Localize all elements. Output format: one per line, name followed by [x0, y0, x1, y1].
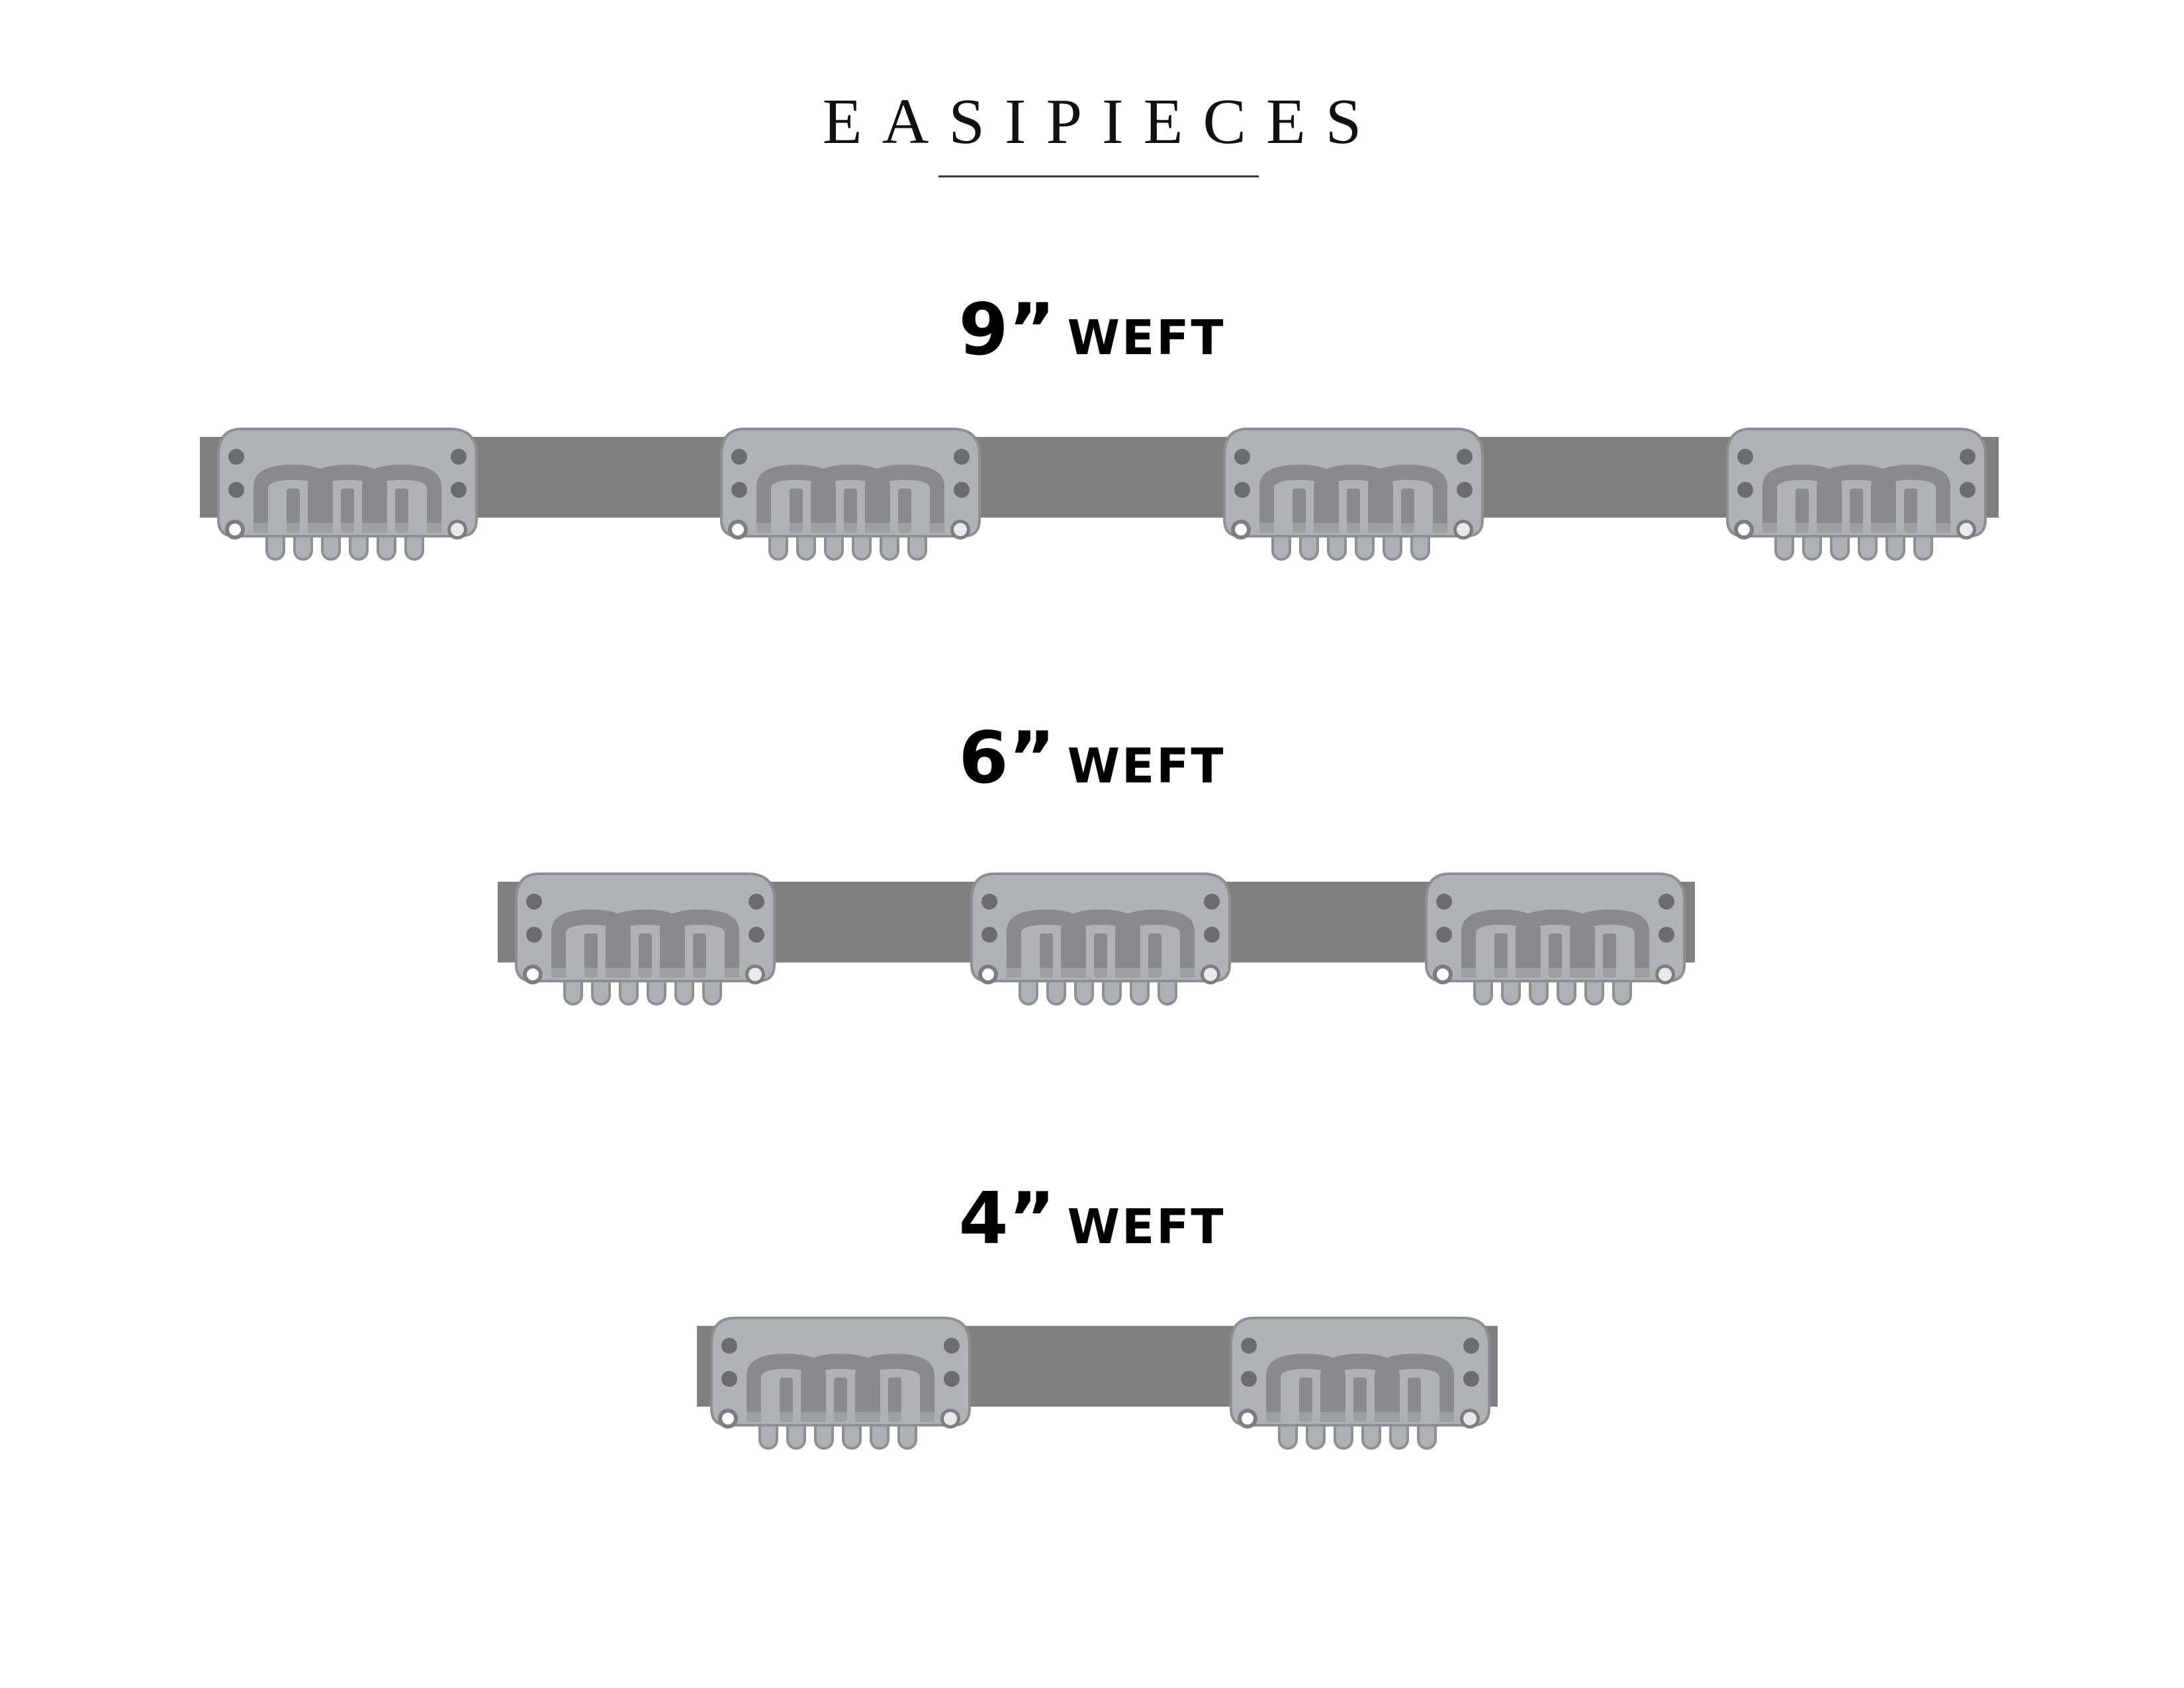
weft-4in-graphic [697, 1317, 1498, 1450]
weft-word-label: WEFT [1067, 310, 1226, 365]
weft-band [200, 437, 1999, 518]
weft-9in-graphic [200, 428, 1999, 561]
weft-6in-graphic [498, 872, 1695, 1006]
brand-title: EASIPIECES [822, 86, 1382, 158]
weft-title-9in: 9”WEFT [0, 295, 2184, 366]
weft-word-label: WEFT [1067, 738, 1226, 794]
weft-size-label: 6” [958, 717, 1056, 800]
weft-title-6in: 6”WEFT [0, 723, 2184, 794]
snap-clip-icon [970, 872, 1231, 1006]
snap-clip-icon [1230, 1317, 1490, 1450]
weft-size-label: 4” [958, 1178, 1056, 1260]
snap-clip-icon [1726, 428, 1987, 561]
weft-title-4in: 4”WEFT [0, 1184, 2184, 1255]
snap-clip-icon [1223, 428, 1484, 561]
weft-word-label: WEFT [1067, 1199, 1226, 1254]
snap-clip-icon [720, 428, 981, 561]
snap-clip-icon [1425, 872, 1686, 1006]
weft-size-label: 9” [958, 289, 1056, 371]
snap-clip-icon [710, 1317, 971, 1450]
snap-clip-icon [515, 872, 776, 1006]
snap-clip-icon [217, 428, 478, 561]
brand-underline [938, 175, 1259, 177]
